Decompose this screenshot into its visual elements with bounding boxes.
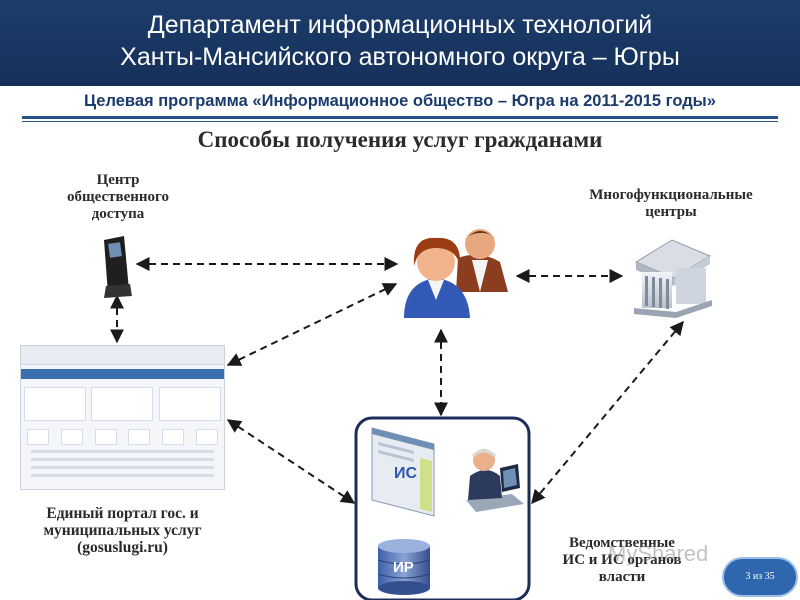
portal-label-line: муниципальных услуг [43,522,202,539]
header-line-1: Департамент информационных технологий [147,11,653,39]
portal-tile [196,429,219,445]
database-icon [377,539,431,595]
portal-nav-bar [21,369,224,379]
agencies-label-line: ИС и ИС органов [562,552,682,568]
portal-screenshot [20,345,225,490]
access-center-label-line: общественного [66,189,169,205]
access-center-label-line: доступа [91,206,145,222]
connectors [110,257,684,537]
citizens-icon [404,229,508,318]
program-subtitle: Целевая программа «Информационное общест… [84,92,716,110]
arrow-portal-box [226,419,356,504]
agencies-label-line: власти [598,569,646,585]
official-at-computer-icon [466,449,524,512]
portal-text-line [31,466,214,469]
portal-tile [23,387,86,421]
is-label: ИС [394,465,418,482]
access-center-label: Центр общественного доступа [48,172,188,223]
portal-label: Единый портал гос. и муниципальных услуг… [20,505,225,556]
portal-label-line: Единый портал гос. и [46,505,199,522]
portal-tile [128,429,151,445]
page-counter-badge: 3 из 35 [722,557,798,597]
portal-tile [159,387,222,421]
portal-browser-bar [21,346,224,365]
portal-label-line: (gosuslugi.ru) [77,539,168,556]
mfc-label-line: Многофункциональные [589,187,753,203]
portal-text-line [31,450,214,453]
agencies-label-line: Ведомственные [569,535,675,551]
divider [22,116,778,119]
portal-tile [26,429,49,445]
slide-title: Способы получения услуг гражданами [197,127,603,152]
mfc-label: Многофункциональные центры [566,187,776,221]
portal-tile [94,429,117,445]
portal-tile [60,429,83,445]
mfc-label-line: центры [645,204,697,220]
portal-icon-row [21,429,224,445]
ir-label: ИР [393,559,414,576]
portal-banner-row [21,387,224,421]
header-banner: Департамент информационных технологий Ха… [0,0,800,86]
watermark: MyShared [608,541,709,566]
header-line-2: Ханты-Мансийского автономного округа – Ю… [120,43,680,71]
is-window-icon [371,427,435,517]
portal-tile [162,429,185,445]
arrow-portal-users [226,283,398,366]
divider-thin [22,121,778,122]
kiosk-icon [104,236,132,298]
portal-text-line [31,474,214,477]
access-center-label-line: Центр [96,172,140,188]
portal-tile [91,387,154,421]
mfc-building-icon [634,239,712,318]
arrow-mfc-box [531,320,684,505]
agencies-label: Ведомственные ИС и ИС органов власти [542,535,702,586]
portal-text-line [31,458,214,461]
